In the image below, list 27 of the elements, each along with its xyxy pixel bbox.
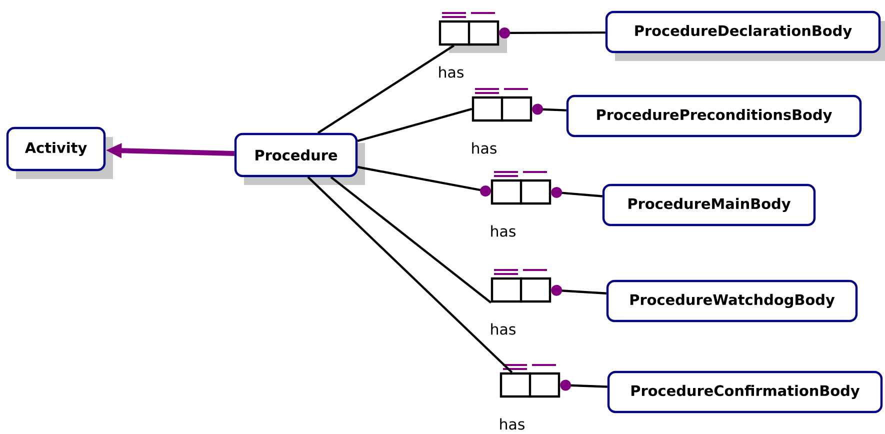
connector (560, 380, 608, 391)
relation-label: has (491, 323, 516, 335)
connector (499, 27, 606, 38)
relation-label: has (491, 225, 516, 237)
relation-box (472, 88, 532, 122)
relation-box (500, 364, 560, 398)
class-box: ProcedureMainBody (602, 184, 816, 226)
connector (357, 166, 491, 196)
connector (551, 186, 602, 198)
relation-label: has (500, 418, 524, 430)
connector (307, 176, 513, 374)
connector (317, 44, 454, 134)
class-box: ProcedureDeclarationBody (605, 10, 881, 54)
connector (532, 104, 566, 115)
connector (551, 284, 606, 296)
relation-label: has (472, 142, 496, 154)
relation-label: has (439, 66, 464, 78)
class-box: Procedure (234, 132, 358, 178)
class-box: ProcedurePreconditionsBody (566, 94, 862, 138)
class-box: ProcedureWatchdogBody (606, 280, 858, 322)
connector (357, 108, 472, 142)
relation-box (490, 171, 552, 205)
class-box: ProcedureConfirmationBody (607, 370, 883, 414)
relation-box (490, 269, 552, 303)
connector (330, 176, 492, 304)
relation-box (438, 12, 500, 46)
class-box: Activity (6, 126, 106, 172)
